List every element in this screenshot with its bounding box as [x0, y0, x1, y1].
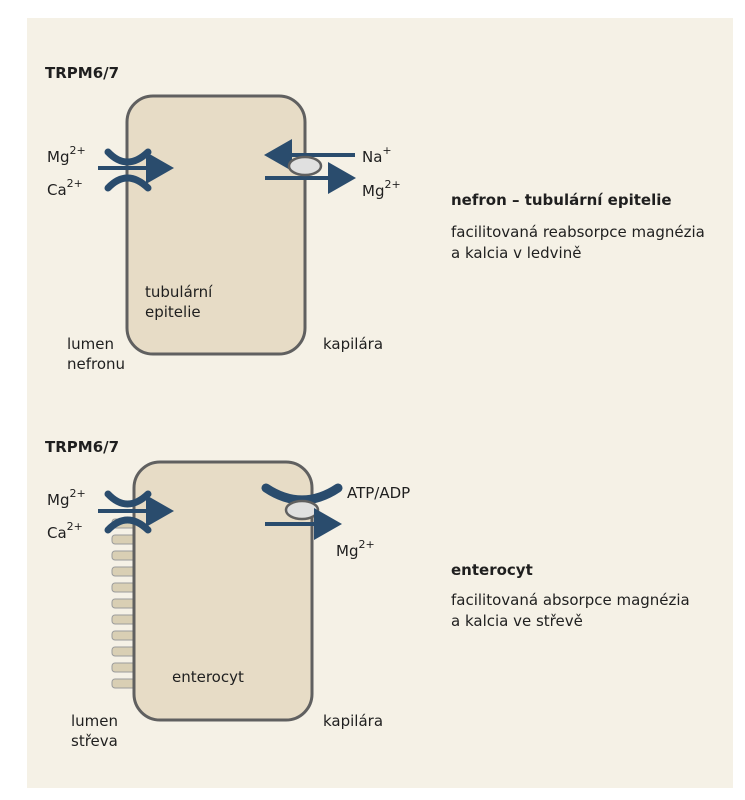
- top-cell-label-line1: tubulární: [145, 283, 213, 301]
- top-title: TRPM6/7: [45, 64, 119, 82]
- bottom-right-ion-mg: Mg2+: [336, 538, 375, 560]
- bottom-cell-label: enterocyt: [172, 668, 244, 686]
- bottom-left-ion-ca: Ca2+: [47, 520, 83, 542]
- top-lumen-label-line2: nefronu: [67, 355, 125, 373]
- top-cell-label-line2: epitelie: [145, 303, 201, 321]
- mg-transporter-bottom: [284, 499, 320, 521]
- top-capillary-label: kapilára: [323, 335, 383, 353]
- bottom-heading: enterocyt: [451, 561, 533, 579]
- bottom-lumen-label-line1: lumen: [71, 712, 118, 730]
- bottom-desc-line1: facilitovaná absorpce magnézia: [451, 591, 690, 609]
- top-lumen-label-line1: lumen: [67, 335, 114, 353]
- top-right-ion-na: Na+: [362, 144, 392, 166]
- na-mg-exchanger: [287, 155, 323, 177]
- trpm-channel-top: [104, 148, 152, 192]
- top-desc-line1: facilitovaná reabsorpce magnézia: [451, 223, 705, 241]
- bottom-capillary-label: kapilára: [323, 712, 383, 730]
- top-left-ion-ca: Ca2+: [47, 177, 83, 199]
- bottom-title: TRPM6/7: [45, 438, 119, 456]
- top-right-ion-mg: Mg2+: [362, 178, 401, 200]
- bottom-desc-line2: a kalcia ve střevě: [451, 612, 583, 630]
- trpm-channel-bottom: [104, 490, 152, 534]
- bottom-lumen-label-line2: střeva: [71, 732, 118, 750]
- bottom-left-ion-mg: Mg2+: [47, 487, 86, 509]
- top-left-ion-mg: Mg2+: [47, 144, 86, 166]
- microvilli: [111, 518, 137, 689]
- top-desc-line2: a kalcia v ledvině: [451, 244, 581, 262]
- enterocyte-cell: [132, 460, 314, 722]
- pump-label: ATP/ADP: [347, 484, 410, 502]
- top-heading: nefron – tubulární epitelie: [451, 191, 672, 209]
